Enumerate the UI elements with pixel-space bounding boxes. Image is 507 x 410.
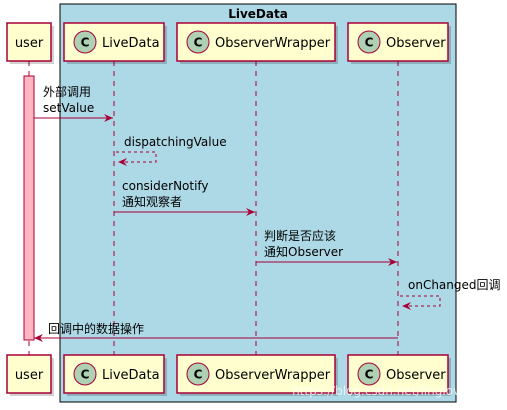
self-message-arrow — [116, 151, 157, 166]
message-label: considerNotify — [122, 179, 209, 193]
participants-top: user C LiveData C ObserverWrapper C Observer — [6, 22, 451, 64]
message-label: 通知Observer — [264, 245, 343, 259]
message-label: 通知观察者 — [122, 195, 182, 209]
participant-user-bottom: user — [6, 354, 54, 396]
activation-bar — [23, 75, 35, 341]
participant-label: ObserverWrapper — [215, 368, 331, 383]
stereotype-letter: C — [365, 36, 374, 50]
class-stereotype-icon: C — [186, 30, 210, 54]
livedata-group-box: LiveData — [59, 3, 457, 403]
user-activation — [23, 75, 35, 341]
message-label: 判断是否应该 — [264, 228, 336, 243]
message-label: 回调中的数据操作 — [48, 321, 144, 336]
class-stereotype-icon: C — [186, 362, 210, 386]
participants-bottom: user C LiveData C ObserverWrapper C Observer — [6, 354, 451, 396]
class-stereotype-icon: C — [357, 30, 381, 54]
class-stereotype-icon: C — [73, 30, 97, 54]
messages: 外部调用 setValue dispatchingValue considerNoti… — [34, 84, 501, 342]
message-5: onChanged回调 — [400, 278, 501, 310]
participant-user-top: user — [6, 22, 54, 64]
message-6: 回调中的数据操作 — [34, 321, 398, 342]
message-label: setValue — [43, 101, 94, 115]
participant-label: LiveData — [102, 36, 160, 51]
participant-observerwrapper-top: C ObserverWrapper — [176, 22, 338, 64]
message-1: 外部调用 setValue — [34, 84, 113, 122]
participant-observerwrapper-bottom: C ObserverWrapper — [176, 354, 338, 396]
watermark: https://blog.csdn.net/linglovo2011 — [292, 384, 498, 398]
participant-label: Observer — [386, 368, 446, 383]
participant-observer-top: C Observer — [347, 22, 451, 64]
self-message-arrow — [400, 295, 441, 310]
stereotype-letter: C — [194, 36, 203, 50]
message-2: dispatchingValue — [116, 135, 227, 166]
stereotype-letter: C — [81, 36, 90, 50]
participant-label: user — [15, 36, 44, 51]
participant-observer-bottom: C Observer — [347, 354, 451, 396]
participant-label: user — [15, 368, 44, 383]
participant-label: Observer — [386, 36, 446, 51]
participant-label: ObserverWrapper — [215, 36, 331, 51]
message-label: onChanged回调 — [408, 278, 501, 292]
message-3: considerNotify 通知观察者 — [114, 179, 255, 216]
stereotype-letter: C — [365, 368, 374, 382]
stereotype-letter: C — [81, 368, 90, 382]
class-stereotype-icon: C — [73, 362, 97, 386]
stereotype-letter: C — [194, 368, 203, 382]
message-label: dispatchingValue — [124, 135, 227, 149]
group-title: LiveData — [228, 7, 288, 21]
participant-livedata-top: C LiveData — [63, 22, 167, 64]
message-label: 外部调用 — [43, 84, 91, 99]
participant-livedata-bottom: C LiveData — [63, 354, 167, 396]
class-stereotype-icon: C — [357, 362, 381, 386]
participant-label: LiveData — [102, 368, 160, 383]
